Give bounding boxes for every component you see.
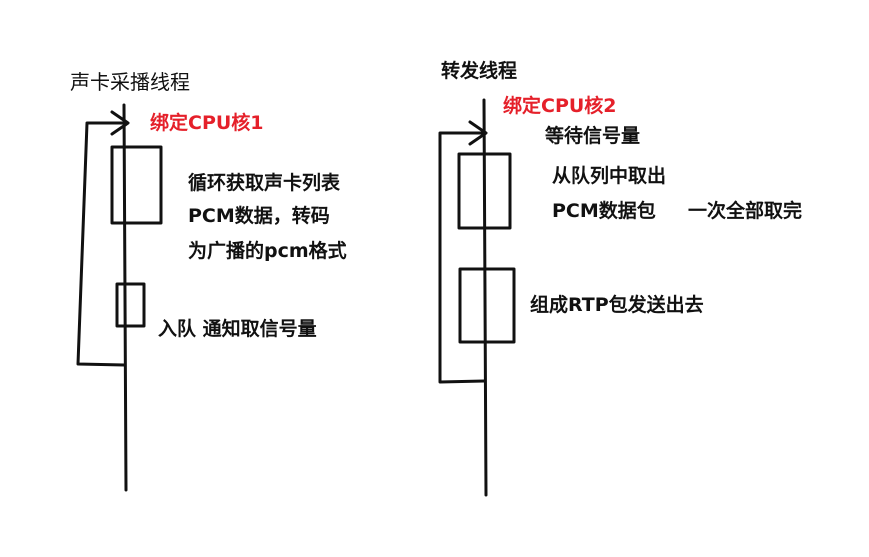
right-box1-line1: 从队列中取出 <box>552 165 667 187</box>
right-cpu-bind-label: 绑定CPU核2 <box>503 95 617 117</box>
left-thread-title: 声卡采播线程 <box>70 70 190 94</box>
right-wait-label: 等待信号量 <box>545 125 641 147</box>
right-box-dequeue <box>457 152 512 230</box>
right-box-rtp <box>458 267 516 344</box>
left-thread-timeline <box>122 103 128 492</box>
left-box-enqueue <box>115 282 146 328</box>
right-arrowhead <box>468 120 488 146</box>
right-box1-line3: 一次全部取完 <box>688 200 803 222</box>
left-cpu-bind-label: 绑定CPU核1 <box>150 112 264 134</box>
left-box1-line3: 为广播的pcm格式 <box>188 240 347 262</box>
right-thread-title: 转发线程 <box>441 60 518 82</box>
left-box-process <box>110 145 163 225</box>
left-box2-label: 入队 通知取信号量 <box>158 318 317 340</box>
left-arrowhead <box>110 110 130 136</box>
right-loop-arrow <box>438 131 486 384</box>
left-loop-arrow <box>76 121 126 367</box>
right-box1-line2: PCM数据包 <box>552 200 656 222</box>
left-box1-line1: 循环获取声卡列表 <box>188 172 341 194</box>
left-box1-line2: PCM数据，转码 <box>188 205 330 227</box>
right-thread-timeline <box>482 98 488 497</box>
right-box2-label: 组成RTP包发送出去 <box>530 294 704 316</box>
